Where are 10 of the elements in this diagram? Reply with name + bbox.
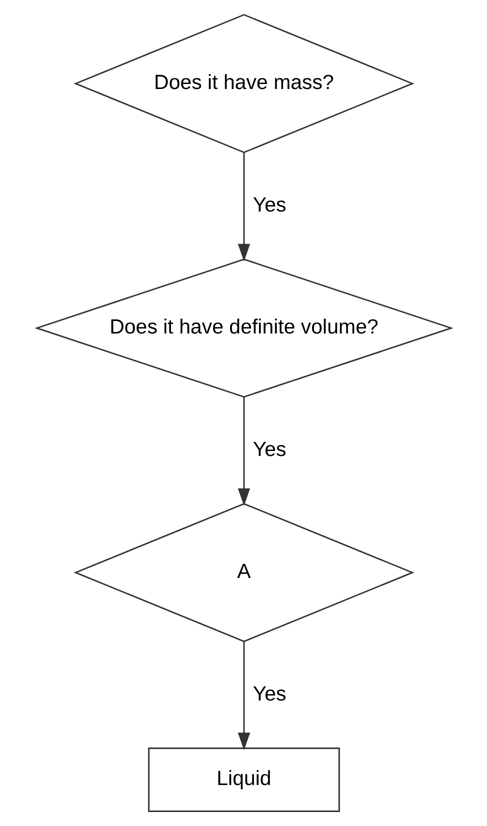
edge-label: Yes [252, 682, 286, 706]
arrow [237, 397, 250, 506]
arrow [237, 642, 250, 750]
node-diamond: Does it have definite volume? [34, 258, 453, 398]
node-box: Liquid [148, 748, 340, 812]
edge-label: Yes [252, 438, 286, 461]
edge-label: Yes [252, 193, 286, 216]
arrow [237, 152, 250, 262]
node-diamond: A [73, 502, 414, 642]
node-diamond: Does it have mass? [73, 14, 414, 154]
